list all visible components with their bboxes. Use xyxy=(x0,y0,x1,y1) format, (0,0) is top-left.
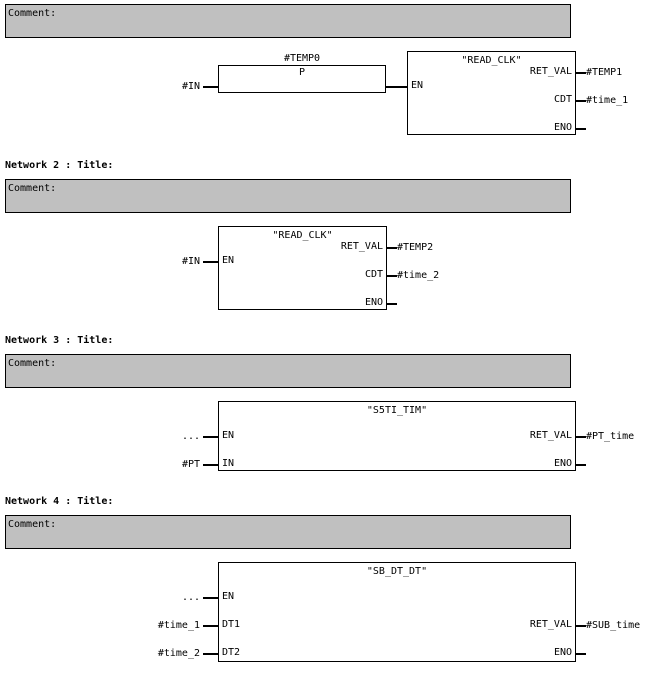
pin-cdt: CDT xyxy=(364,269,383,280)
network3-s5ti-tim-block[interactable]: "S5TI_TIM" EN IN RET_VAL ENO xyxy=(218,401,576,471)
cdt-wire xyxy=(387,275,397,277)
block-name: "READ_CLK" xyxy=(272,230,333,241)
pin-en: EN xyxy=(222,255,235,266)
network4-sb-dt-dt-block[interactable]: "SB_DT_DT" EN DT1 DT2 RET_VAL ENO xyxy=(218,562,576,662)
dt1-wire xyxy=(203,625,218,627)
network1-output-ret-val[interactable]: #TEMP1 xyxy=(586,67,623,78)
network1-read-clk-block[interactable]: "READ_CLK" EN RET_VAL CDT ENO xyxy=(407,51,576,135)
network4-title[interactable]: Network 4 : Title: xyxy=(5,496,114,507)
network4-output-ret-val[interactable]: #SUB_time xyxy=(586,620,641,631)
pin-eno: ENO xyxy=(553,647,572,658)
pin-ret-val: RET_VAL xyxy=(529,619,572,630)
pin-in: IN xyxy=(222,458,235,469)
network2-input-in[interactable]: #IN xyxy=(181,256,200,267)
pin-ret-val: RET_VAL xyxy=(340,241,383,252)
network2-comment-field[interactable]: Comment: xyxy=(5,179,571,213)
pin-ret-val: RET_VAL xyxy=(529,430,572,441)
network3-title[interactable]: Network 3 : Title: xyxy=(5,335,114,346)
ret-val-wire xyxy=(387,247,397,249)
pin-eno: ENO xyxy=(553,122,572,133)
pin-dt2: DT2 xyxy=(222,647,241,658)
pin-cdt: CDT xyxy=(553,94,572,105)
block-name: "READ_CLK" xyxy=(461,55,522,66)
network2-title[interactable]: Network 2 : Title: xyxy=(5,160,114,171)
network2-input-wire xyxy=(203,261,218,263)
en-wire xyxy=(203,436,218,438)
network3-input-in[interactable]: #PT xyxy=(181,459,200,470)
comment-label: Comment: xyxy=(8,358,57,369)
in-wire xyxy=(203,464,218,466)
pin-eno: ENO xyxy=(364,297,383,308)
positive-edge-box[interactable]: P xyxy=(218,65,386,93)
ret-val-wire xyxy=(576,436,586,438)
ret-val-wire xyxy=(576,72,586,74)
network4-input-dt1[interactable]: #time_1 xyxy=(157,620,200,631)
network1-input-in[interactable]: #IN xyxy=(181,81,200,92)
network4-input-dt2[interactable]: #time_2 xyxy=(157,648,200,659)
network2-output-ret-val[interactable]: #TEMP2 xyxy=(397,242,434,253)
comment-label: Comment: xyxy=(8,8,57,19)
block-name: "SB_DT_DT" xyxy=(366,566,428,577)
eno-wire xyxy=(576,653,586,655)
pin-en: EN xyxy=(222,591,235,602)
comment-label: Comment: xyxy=(8,183,57,194)
network1-input-wire xyxy=(203,86,218,88)
network3-output-ret-val[interactable]: #PT_time xyxy=(586,431,635,442)
pin-en: EN xyxy=(222,430,235,441)
network2-output-cdt[interactable]: #time_2 xyxy=(397,270,440,281)
network4-input-en[interactable]: ... xyxy=(181,592,200,603)
edge-label: P xyxy=(298,67,306,78)
network2-read-clk-block[interactable]: "READ_CLK" EN RET_VAL CDT ENO xyxy=(218,226,387,310)
comment-label: Comment: xyxy=(8,519,57,530)
cdt-wire xyxy=(576,100,586,102)
pin-dt1: DT1 xyxy=(222,619,241,630)
network1-mid-wire xyxy=(386,86,408,88)
network1-output-cdt[interactable]: #time_1 xyxy=(586,95,629,106)
eno-wire xyxy=(576,128,586,130)
eno-wire xyxy=(576,464,586,466)
dt2-wire xyxy=(203,653,218,655)
ret-val-wire xyxy=(576,625,586,627)
en-wire xyxy=(203,597,218,599)
network1-comment-field[interactable]: Comment: xyxy=(5,4,571,38)
network3-comment-field[interactable]: Comment: xyxy=(5,354,571,388)
network4-comment-field[interactable]: Comment: xyxy=(5,515,571,549)
network1-coil-address[interactable]: #TEMP0 xyxy=(283,53,321,64)
pin-ret-val: RET_VAL xyxy=(529,66,572,77)
pin-eno: ENO xyxy=(553,458,572,469)
pin-en: EN xyxy=(411,80,424,91)
block-name: "S5TI_TIM" xyxy=(366,405,428,416)
network3-input-en[interactable]: ... xyxy=(181,431,200,442)
eno-wire xyxy=(387,303,397,305)
